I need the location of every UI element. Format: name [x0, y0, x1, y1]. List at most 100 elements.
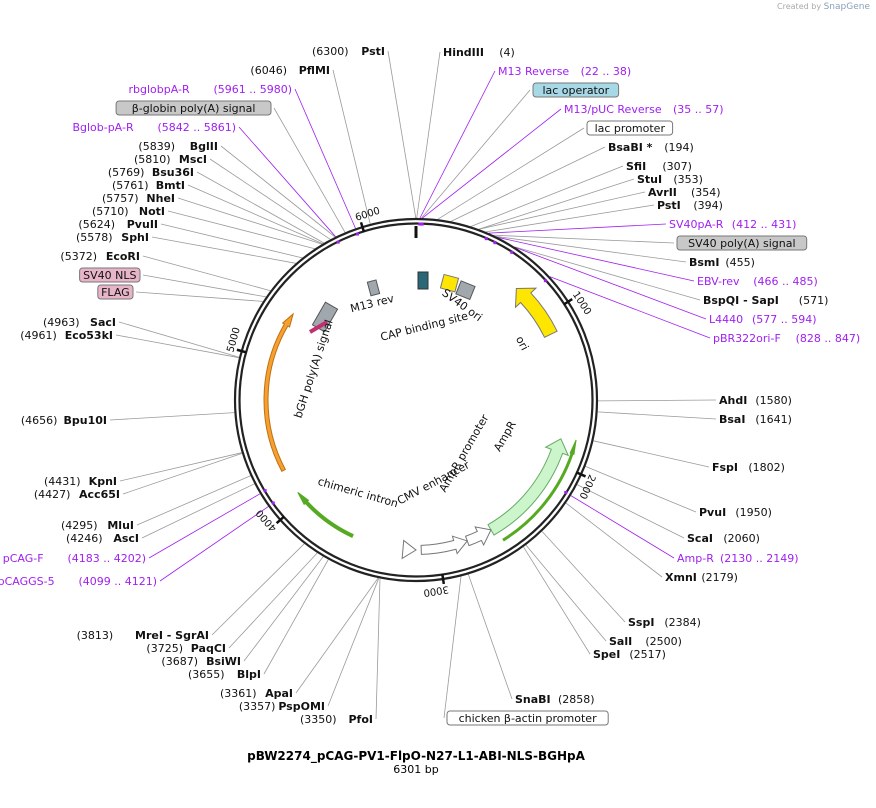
- site-name-spei: SpeI: [593, 648, 620, 661]
- feature-label-box: [446, 710, 609, 726]
- site-name-scai: ScaI: [687, 532, 713, 545]
- inner-label-ori: ori: [513, 334, 531, 353]
- site-position: (5624): [78, 218, 115, 231]
- primer-mark: [543, 279, 547, 283]
- leader-sv40-nls: [142, 274, 267, 298]
- site-position: (3361): [220, 687, 257, 700]
- nls-flag-marker: [308, 320, 329, 334]
- site-name-pfoi: PfoI: [349, 713, 374, 726]
- leader-bglii: [220, 145, 336, 238]
- leader-amp-r: [570, 495, 675, 559]
- primer-mark: [418, 222, 422, 226]
- scale-tick: [236, 348, 247, 354]
- ampr-promoter-arrow: [464, 526, 492, 547]
- leader-lac-operator: [421, 89, 531, 219]
- primer-name-4099-4121: (4099 .. 4121): [78, 575, 157, 588]
- leader-ebv-rev: [497, 236, 695, 282]
- site-position: (4656): [21, 414, 58, 427]
- leader-sspi: [541, 531, 626, 623]
- leader-m13-reverse: [419, 70, 496, 219]
- site-position: (5757): [102, 192, 139, 205]
- site-name-stui: StuI: [637, 173, 662, 186]
- leader-hindiii: [416, 51, 441, 219]
- leader-bpu10i: [109, 412, 235, 421]
- site-name-ahdi: AhdI: [719, 394, 747, 407]
- primer-mark: [271, 501, 275, 505]
- primer-range: pCAGGS-5: [0, 575, 55, 588]
- site-name-bspqi-sapi: BspQI - SapI: [703, 294, 779, 307]
- feature-label-sv40-poly-a-signal: SV40 poly(A) signal: [688, 237, 795, 250]
- site-position: (307): [662, 160, 692, 173]
- site-name-mrei-sgrai: MreI - SgrAI: [135, 629, 209, 642]
- site-name-bglii: BglII: [190, 140, 218, 153]
- primer-range: (577 .. 594): [752, 313, 817, 326]
- cap-site-box: [417, 271, 429, 290]
- chicken-actin-arrow: [401, 539, 417, 560]
- site-name-apai: ApaI: [265, 687, 293, 700]
- site-position: (2384): [664, 616, 701, 629]
- site-name-noti: NotI: [139, 205, 165, 218]
- leader-sphi: [151, 236, 296, 264]
- feature-label-sv40-nls: SV40 NLS: [83, 269, 136, 282]
- site-position: (5769): [108, 166, 145, 179]
- flpo-orf-arrow: [263, 312, 295, 473]
- scale-tick-label: 6000: [354, 206, 382, 224]
- site-name-psti: PstI: [361, 45, 385, 58]
- leader-bsabi: [450, 146, 606, 222]
- site-position: (353): [673, 173, 703, 186]
- leader-sfii: [470, 165, 624, 227]
- leader-rbglobpa-r: [294, 88, 356, 229]
- site-position: (3725): [146, 642, 183, 655]
- site-position: (4431): [44, 475, 81, 488]
- sv40-ori-box: [439, 273, 460, 293]
- primer-range: (828 .. 847): [796, 332, 861, 345]
- backbone-outer-strand: [233, 217, 599, 583]
- leader-flag: [135, 291, 264, 302]
- site-name-psti: PstI: [657, 199, 681, 212]
- site-name-pspomi: PspOMI: [278, 700, 325, 713]
- site-name-acc65i: Acc65I: [79, 488, 120, 501]
- scale-tick: [359, 221, 366, 233]
- site-position: (2500): [645, 635, 682, 648]
- primer-mark: [263, 489, 267, 493]
- site-position: (455): [725, 256, 755, 269]
- leader-spei: [523, 546, 591, 655]
- feature-label-box: [586, 120, 674, 136]
- leader-snabi: [467, 574, 513, 700]
- site-position: (4): [499, 46, 515, 59]
- site-position: (4963): [43, 316, 80, 329]
- primer-mark: [336, 240, 340, 244]
- site-name-hindiii: HindIII: [443, 46, 484, 59]
- leader-pspomi: [327, 578, 380, 707]
- leader-scai: [576, 484, 685, 539]
- leader-ecori: [142, 255, 271, 292]
- site-position: (3813): [77, 629, 114, 642]
- site-position: (4295): [61, 519, 98, 532]
- leader-msci: [209, 158, 331, 240]
- scale-tick: [563, 298, 573, 306]
- site-name-xmni: XmnI: [665, 571, 697, 584]
- site-name-bsabi: BsaBI *: [608, 141, 653, 154]
- leader-sali: [525, 544, 607, 642]
- m13-rev-box: [366, 279, 381, 297]
- primer-mark: [510, 250, 514, 254]
- site-position: (4961): [20, 329, 57, 342]
- leader-chicken-actin-promoter: [443, 576, 462, 719]
- primer-name-5961-5980: (5961 .. 5980): [213, 83, 292, 96]
- site-name-paqci: PaqCI: [191, 642, 226, 655]
- site-name-mlui: MluI: [107, 519, 134, 532]
- site-name-bmti: BmtI: [156, 179, 185, 192]
- site-position: (5810): [134, 153, 171, 166]
- feature-label-box: [115, 100, 272, 116]
- site-name-asci: AscI: [113, 532, 139, 545]
- primer-mark: [355, 232, 359, 236]
- site-position: (3687): [161, 655, 198, 668]
- inner-label-chimeric-intron: chimeric intron: [316, 475, 399, 510]
- primer-name-amp-r: Amp-R: [677, 552, 714, 565]
- ori-arrow: [514, 287, 558, 338]
- site-name-sphi: SphI: [121, 231, 149, 244]
- site-position: (5372): [60, 250, 97, 263]
- plasmid-name: pBW2274_pCAG-PV1-FlpO-N27-L1-ABI-NLS-BGH…: [247, 749, 585, 764]
- scale-tick-label: 1000: [570, 290, 593, 317]
- leader-xmni: [565, 502, 663, 578]
